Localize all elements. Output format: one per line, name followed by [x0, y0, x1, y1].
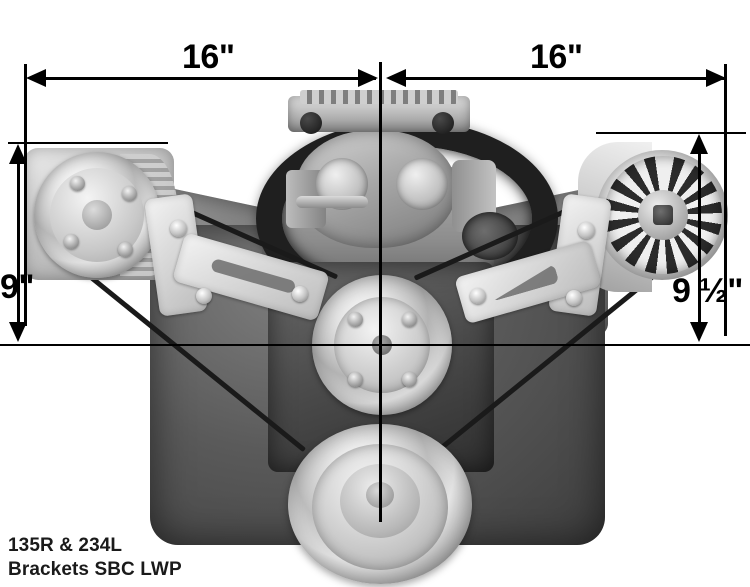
ac-plate-bolt — [118, 242, 133, 257]
bracket-bolt — [196, 288, 212, 304]
bracket-bolt — [170, 220, 187, 237]
arrow-16-right-start — [386, 69, 406, 87]
dim-line-9-5-right — [698, 146, 701, 332]
water-pump-bolt — [348, 312, 363, 327]
bracket-right-lightening-hole — [487, 264, 560, 302]
ac-clutch-hub — [82, 200, 112, 230]
water-pump-bolt — [348, 372, 363, 387]
arrow-9-5-right-top — [690, 134, 708, 154]
throttle-bore-right — [396, 158, 448, 210]
caption-line-2: Brackets SBC LWP — [8, 559, 182, 580]
arrow-16-left-end — [358, 69, 378, 87]
water-pump-bolt — [402, 312, 417, 327]
bracket-left-adjust-slot — [210, 258, 297, 295]
intake-stud-right — [432, 112, 454, 134]
dim-label-9-left: 9" — [0, 268, 35, 306]
arrow-16-right-end — [706, 69, 726, 87]
vertical-centerline — [379, 62, 382, 522]
ac-plate-bolt — [64, 234, 79, 249]
extension-line-right — [724, 64, 727, 336]
bracket-bolt — [470, 288, 486, 304]
dim-label-16-left: 16" — [182, 38, 235, 76]
dim-line-16-left — [38, 77, 376, 80]
arrow-16-left-start — [26, 69, 46, 87]
throttle-link-rod — [296, 196, 368, 208]
extension-tick-right-top — [596, 132, 746, 134]
bracket-bolt — [578, 222, 595, 239]
dim-label-9-5-right: 9 ½" — [672, 272, 743, 310]
alternator-shaft-nut — [653, 205, 673, 225]
extension-tick-left-top — [8, 142, 168, 144]
caption-line-1: 135R & 234L — [8, 535, 123, 556]
ac-plate-bolt — [122, 186, 137, 201]
extension-line-left — [24, 64, 27, 326]
bracket-bolt — [566, 290, 582, 306]
arrow-9-5-right-bottom — [690, 322, 708, 342]
bracket-bolt — [292, 286, 308, 302]
water-pump-bolt — [402, 372, 417, 387]
intake-stud-left — [300, 112, 322, 134]
dim-label-16-right: 16" — [530, 38, 583, 76]
dim-line-16-right — [398, 77, 724, 80]
arrow-9-left-bottom — [9, 322, 27, 342]
horizontal-datum-line — [0, 344, 750, 346]
dim-line-9-left — [17, 156, 20, 332]
arrow-9-left-top — [9, 144, 27, 164]
ac-plate-bolt — [70, 176, 85, 191]
